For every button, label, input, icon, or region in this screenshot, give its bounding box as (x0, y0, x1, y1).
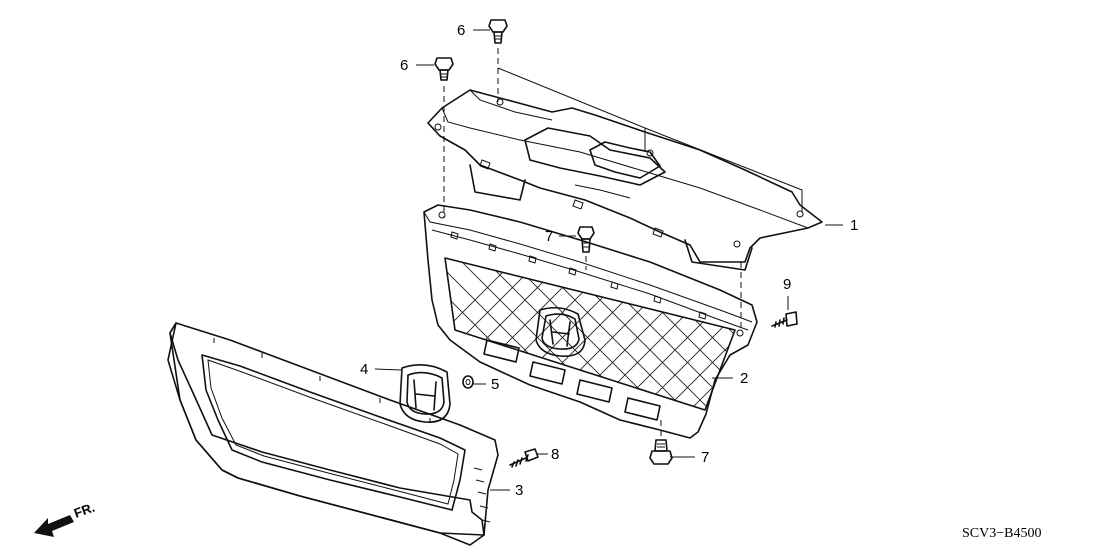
callout-9: 9 (783, 276, 791, 293)
callout-6-left: 6 (400, 57, 408, 74)
clip-part-7-lower (649, 439, 673, 465)
mesh-lattice (445, 258, 735, 410)
diagram-code: SCV3−B4500 (962, 526, 1041, 541)
callout-6-top: 6 (457, 22, 465, 39)
callout-3: 3 (515, 482, 523, 499)
clip-part-6-left (434, 57, 454, 81)
front-label: FR. (72, 500, 97, 521)
callout-2: 2 (740, 370, 748, 387)
front-arrow-icon (34, 515, 74, 537)
callout-leaders (374, 29, 843, 491)
grille-emblem (535, 306, 586, 357)
grille-frame-part-2 (423, 204, 758, 439)
emblem-part-4 (399, 364, 451, 423)
front-direction-indicator: FR. (34, 500, 97, 537)
callout-1: 1 (850, 217, 858, 234)
clip-part-7-upper (577, 226, 595, 253)
washer-part-5 (462, 375, 474, 389)
callout-4: 4 (360, 361, 368, 378)
callout-7-lower: 7 (701, 449, 709, 466)
clip-part-6-right (488, 19, 508, 44)
alignment-lines (443, 48, 803, 438)
outer-bezel-part-3 (167, 322, 499, 546)
screw-part-8 (509, 448, 539, 468)
callout-7-upper: 7 (545, 228, 553, 245)
callout-8: 8 (551, 446, 559, 463)
callout-5: 5 (491, 376, 499, 393)
upper-cover-part-1 (427, 89, 823, 271)
screw-part-9 (771, 311, 798, 328)
